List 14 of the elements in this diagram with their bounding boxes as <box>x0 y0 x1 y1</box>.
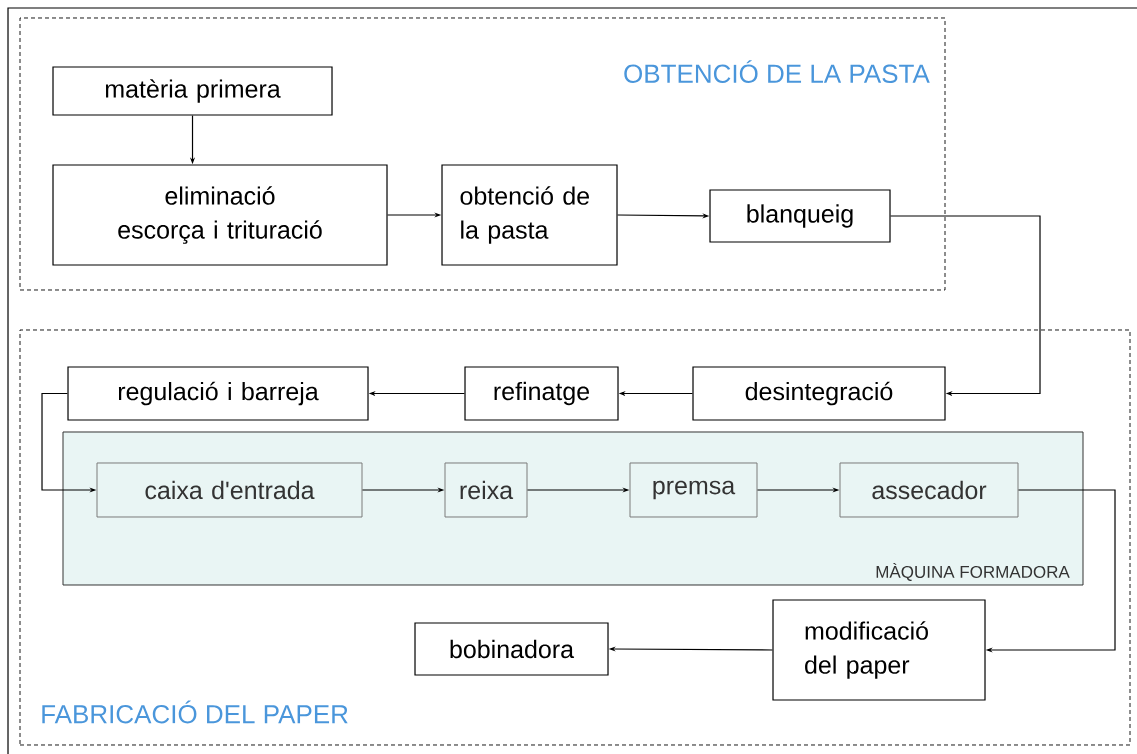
process-box: matèria primera <box>52 66 333 116</box>
process-box: reixa <box>444 462 528 518</box>
process-box: eliminació escorça i trituració <box>52 164 388 266</box>
process-box: refinatge <box>464 366 619 421</box>
process-box: obtenció de la pasta <box>441 164 618 266</box>
process-box: blanqueig <box>709 189 891 243</box>
arrow <box>890 215 1041 397</box>
process-box: regulació i barreja <box>67 366 369 421</box>
process-box: assecador <box>839 462 1019 518</box>
process-box: modificació del paper <box>772 599 986 701</box>
process-box: bobinadora <box>414 622 609 676</box>
process-box: premsa <box>629 462 758 518</box>
process-box: caixa d'entrada <box>96 462 363 518</box>
process-box: desintegració <box>692 366 946 421</box>
